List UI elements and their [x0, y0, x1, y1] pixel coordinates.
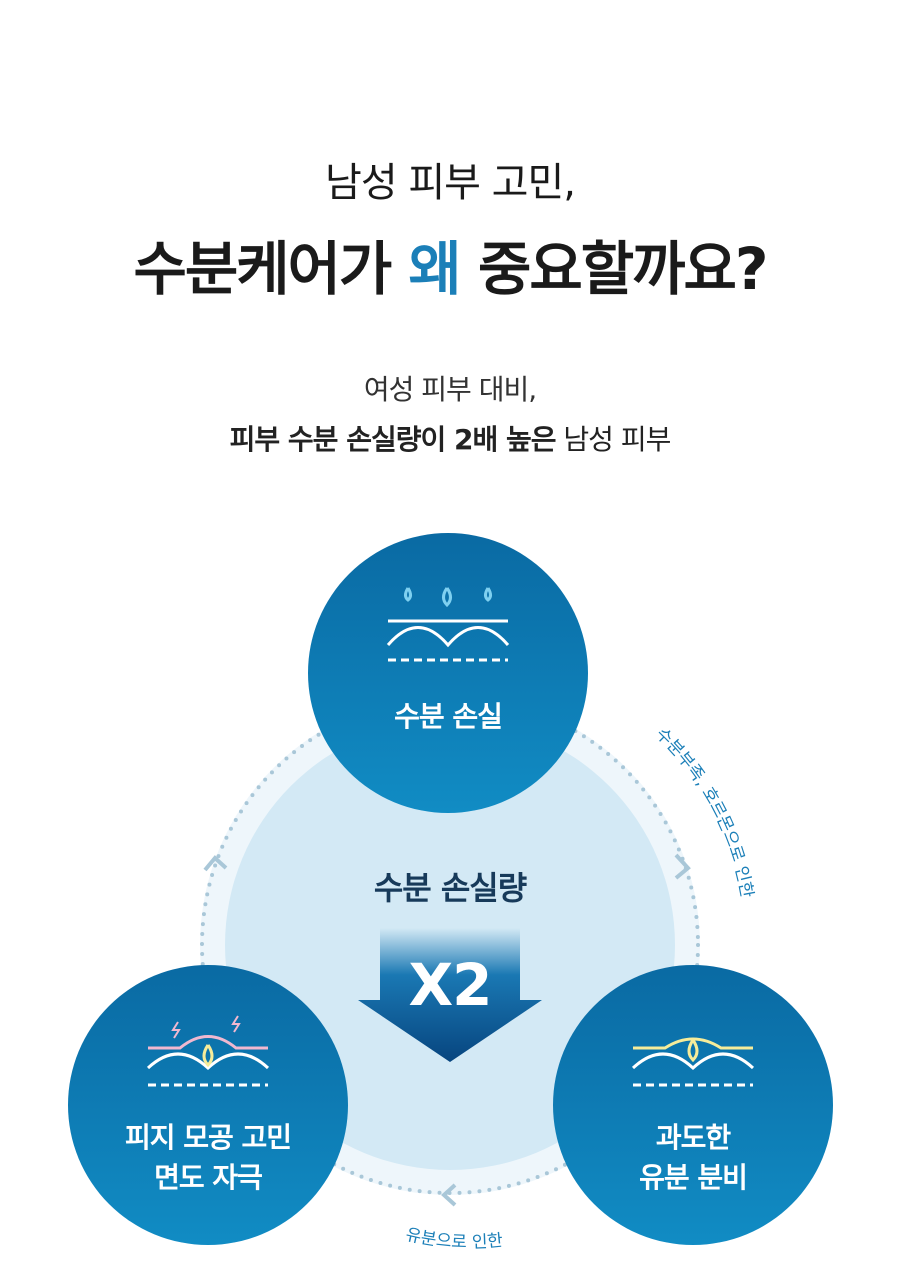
left-label-line2: 면도 자극 — [154, 1161, 263, 1194]
multiplier: X2 — [408, 951, 492, 1019]
title-part: 중요할까요? — [459, 235, 768, 303]
circle-right — [553, 965, 833, 1245]
chevron-icon — [674, 853, 691, 880]
chevron-icon — [203, 855, 228, 872]
arc-label-bottom: 유분으로 인한 — [404, 1225, 504, 1253]
subtitle: 남성 피부 고민, — [325, 160, 576, 206]
title-part: 수분케어가 — [133, 235, 409, 303]
left-label-line1: 피지 모공 고민 — [124, 1121, 292, 1154]
chevron-icon — [441, 1183, 457, 1207]
center-label: 수분 손실량 — [373, 869, 527, 907]
water-loss-icon — [386, 587, 510, 662]
circle-left — [68, 965, 348, 1245]
right-label-line2: 유분 분비 — [639, 1161, 748, 1194]
page-title: 수분케어가 왜 중요할까요? — [0, 222, 900, 306]
description-bold: 피부 수분 손실량이 2배 높은 — [229, 423, 557, 456]
title-highlight: 왜 — [408, 235, 461, 303]
down-arrow-icon — [358, 928, 542, 1062]
description-rest: 남성 피부 — [555, 423, 671, 456]
description-line2: 피부 수분 손실량이 2배 높은 남성 피부 — [0, 418, 900, 458]
description-line1: 여성 피부 대비, — [363, 373, 537, 406]
right-label-line1: 과도한 — [655, 1121, 731, 1154]
circle-top — [308, 533, 588, 813]
sebum-skin-icon — [146, 1015, 270, 1087]
top-label: 수분 손실 — [394, 700, 503, 733]
oil-skin-icon — [631, 1037, 755, 1087]
